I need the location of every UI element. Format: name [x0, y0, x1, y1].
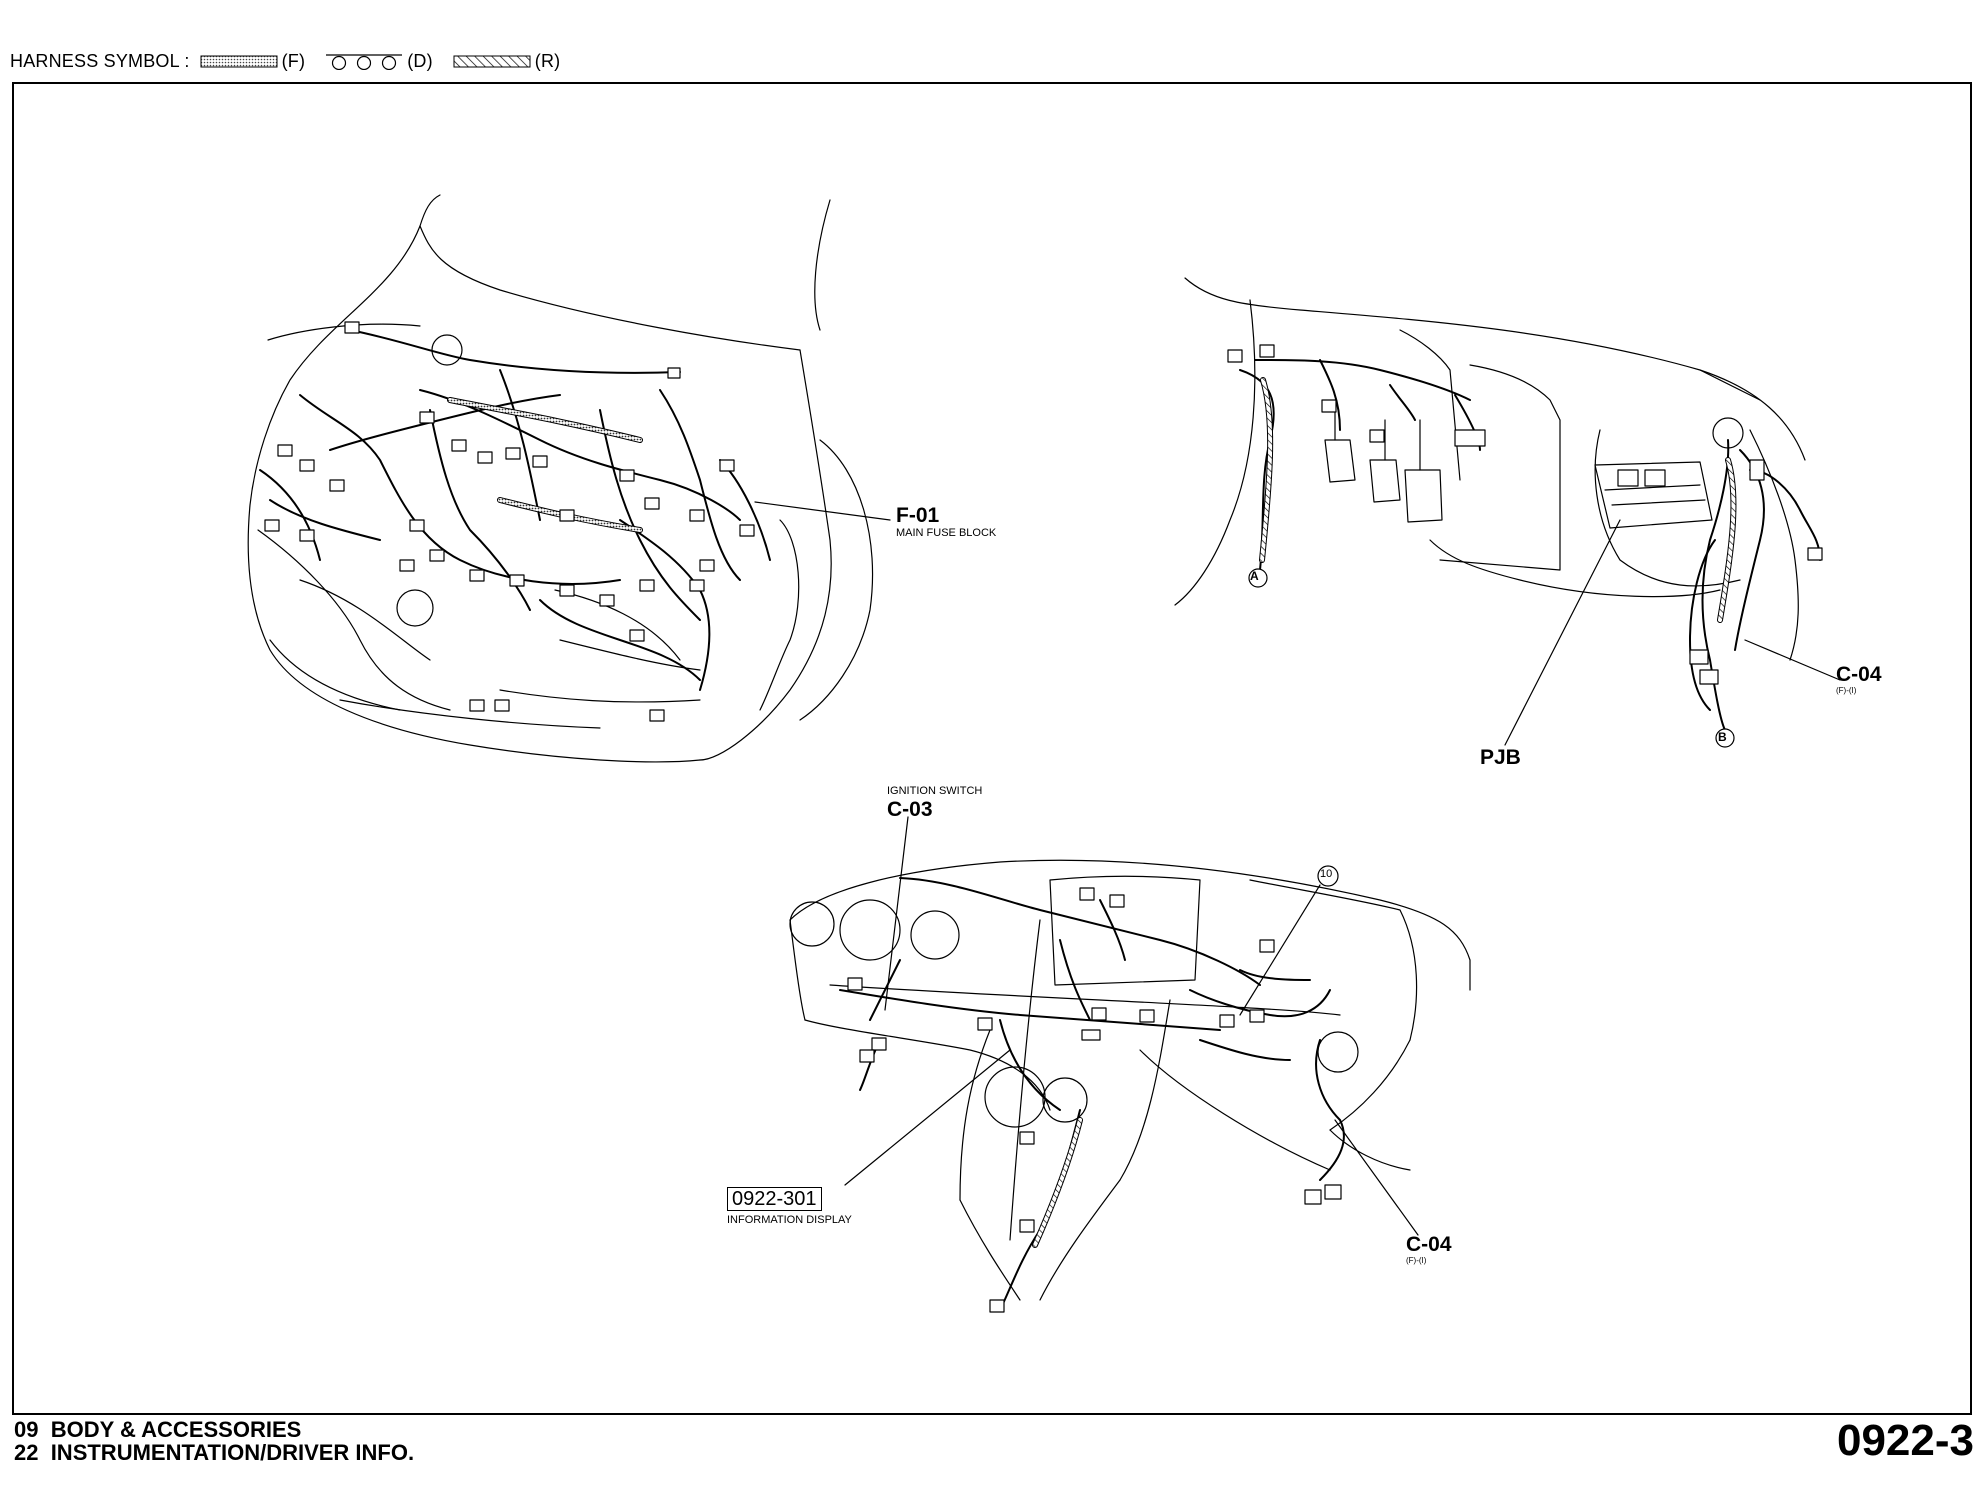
f01-code: F-01 — [896, 504, 940, 527]
legend-code-r: (R) — [534, 50, 561, 71]
callout-info-display: 0922-301 INFORMATION DISPLAY — [727, 1187, 852, 1226]
marker-b-text: B — [1718, 730, 1727, 744]
footer-line-2: 22 INSTRUMENTATION/DRIVER INFO. — [14, 1440, 415, 1465]
ref-10-label: 10 — [1320, 869, 1332, 880]
ref-10-leader — [1239, 884, 1321, 1016]
pjb-code: PJB — [1480, 746, 1521, 769]
drawing-frame — [12, 82, 1972, 1415]
legend-code-d: (D) — [407, 50, 433, 71]
f01-leader — [754, 501, 891, 521]
c03-leader — [884, 816, 909, 1011]
engine-connectors — [264, 321, 755, 722]
marker-a-circle — [1248, 568, 1268, 588]
footwell-harness — [1239, 359, 1481, 571]
callout-c03: IGNITION SWITCH C-03 — [887, 785, 983, 821]
info-display-code: 0922-301 — [727, 1187, 822, 1211]
driver-footwell-view — [1174, 277, 1841, 748]
engine-compartment-view — [247, 194, 891, 763]
reservoir-cap — [431, 334, 463, 366]
c04-lower-leader — [1334, 1119, 1419, 1236]
ref-10-text: 10 — [1320, 868, 1333, 880]
c03-caption: IGNITION SWITCH — [887, 785, 983, 797]
section-footer: 09 BODY & ACCESSORIES 22 INSTRUMENTATION… — [14, 1418, 414, 1464]
c03-code: C-03 — [887, 798, 933, 821]
pedals — [1324, 409, 1443, 523]
c04-lower-code: C-04 — [1406, 1233, 1452, 1256]
footer-line-1: 09 BODY & ACCESSORIES — [14, 1417, 302, 1442]
dashboard-connectors — [847, 887, 1342, 1313]
marker-b-circle — [1715, 728, 1735, 748]
c04-upper-code: C-04 — [1836, 663, 1882, 686]
marker-b-label: B — [1718, 731, 1727, 743]
c04-upper-leader — [1744, 639, 1841, 681]
circles-harness-symbol — [326, 54, 403, 70]
page-number: 0922-3 — [1836, 1416, 1974, 1465]
callout-pjb: PJB — [1480, 747, 1521, 768]
grille-emblem — [396, 589, 434, 627]
dashboard-outline — [789, 859, 1471, 1301]
dotted-harness-symbol — [200, 55, 278, 68]
ref-10-circle — [1317, 865, 1339, 887]
callout-c04-lower: C-04 (F)-(I) — [1406, 1234, 1452, 1265]
c04-lower-sub: (F)-(I) — [1406, 1256, 1427, 1265]
dashboard-view — [789, 816, 1471, 1313]
info-display-leader — [844, 1049, 1011, 1186]
legend-code-f: (F) — [281, 50, 306, 71]
pjb-leader — [1504, 519, 1621, 746]
callout-f01: F-01 MAIN FUSE BLOCK — [896, 505, 996, 539]
hatched-harness-symbol — [453, 55, 531, 68]
footwell-connectors — [1227, 344, 1823, 685]
marker-a-label: A — [1250, 570, 1259, 582]
pjb-box — [1594, 461, 1713, 529]
harness-symbol-legend: HARNESS SYMBOL : (F) (D) (R) — [10, 48, 576, 74]
footwell-outline — [1174, 277, 1806, 661]
info-display-desc: INFORMATION DISPLAY — [727, 1214, 852, 1226]
legend-label: HARNESS SYMBOL : — [10, 50, 190, 71]
callout-c04-upper: C-04 (F)-(I) — [1836, 664, 1882, 695]
gauge-cluster — [789, 899, 1359, 1128]
marker-a-text: A — [1250, 569, 1259, 583]
front-body-outline — [247, 194, 874, 763]
c04-upper-sub: (F)-(I) — [1836, 686, 1857, 695]
f01-desc: MAIN FUSE BLOCK — [896, 527, 997, 539]
